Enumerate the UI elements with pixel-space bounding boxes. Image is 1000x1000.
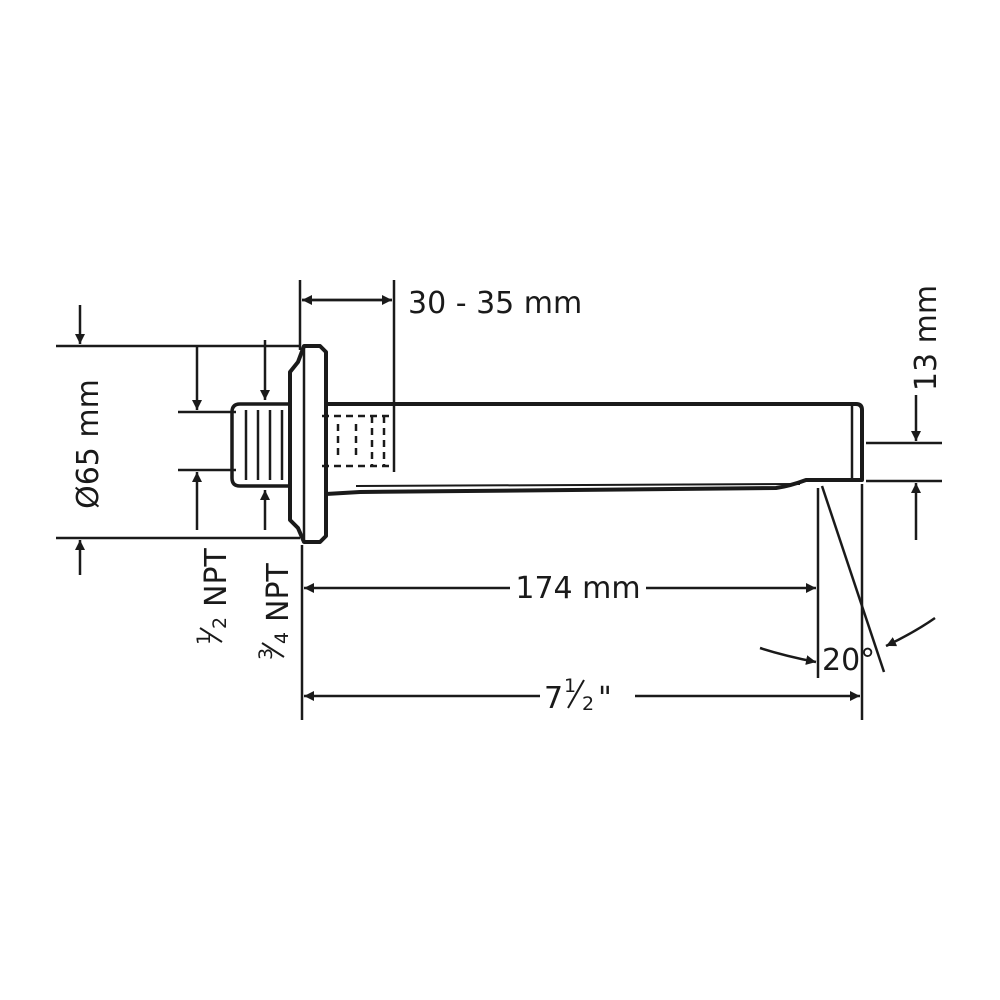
setback-label: 30 - 35 mm — [408, 286, 582, 321]
threaded-nipple — [230, 402, 288, 488]
dimension-lines — [56, 280, 942, 720]
svg-text:2: 2 — [582, 693, 594, 715]
svg-text:1: 1 — [564, 675, 576, 697]
svg-text:3: 3 — [255, 648, 277, 660]
hidden-thread-lines — [322, 414, 392, 468]
svg-text:7: 7 — [544, 681, 563, 716]
three-quarter-inch-npt-label: 3 4 NPT — [255, 562, 296, 660]
dimension-labels: 30 - 35 mm Ø65 mm 13 mm 174 mm 7 1 2 " 2… — [71, 285, 944, 716]
thread-lines — [244, 410, 284, 480]
wall-flange — [288, 344, 328, 544]
half-inch-npt-label: 1 2 NPT — [193, 547, 234, 645]
svg-text:NPT: NPT — [199, 547, 234, 607]
angle-label: 20° — [822, 643, 875, 678]
spout-tube — [325, 402, 864, 496]
flange-diameter-label: Ø65 mm — [71, 379, 106, 509]
spout-length-label: 174 mm — [515, 571, 640, 606]
svg-text:2: 2 — [209, 617, 231, 629]
spout-body — [230, 344, 864, 544]
height-label: 13 mm — [909, 285, 944, 391]
overall-length-label: 7 1 2 " — [544, 675, 612, 716]
svg-text:": " — [598, 681, 612, 716]
svg-text:1: 1 — [193, 633, 215, 645]
svg-text:4: 4 — [271, 632, 293, 644]
svg-text:NPT: NPT — [261, 562, 296, 622]
spout-bottom-line — [355, 483, 801, 487]
